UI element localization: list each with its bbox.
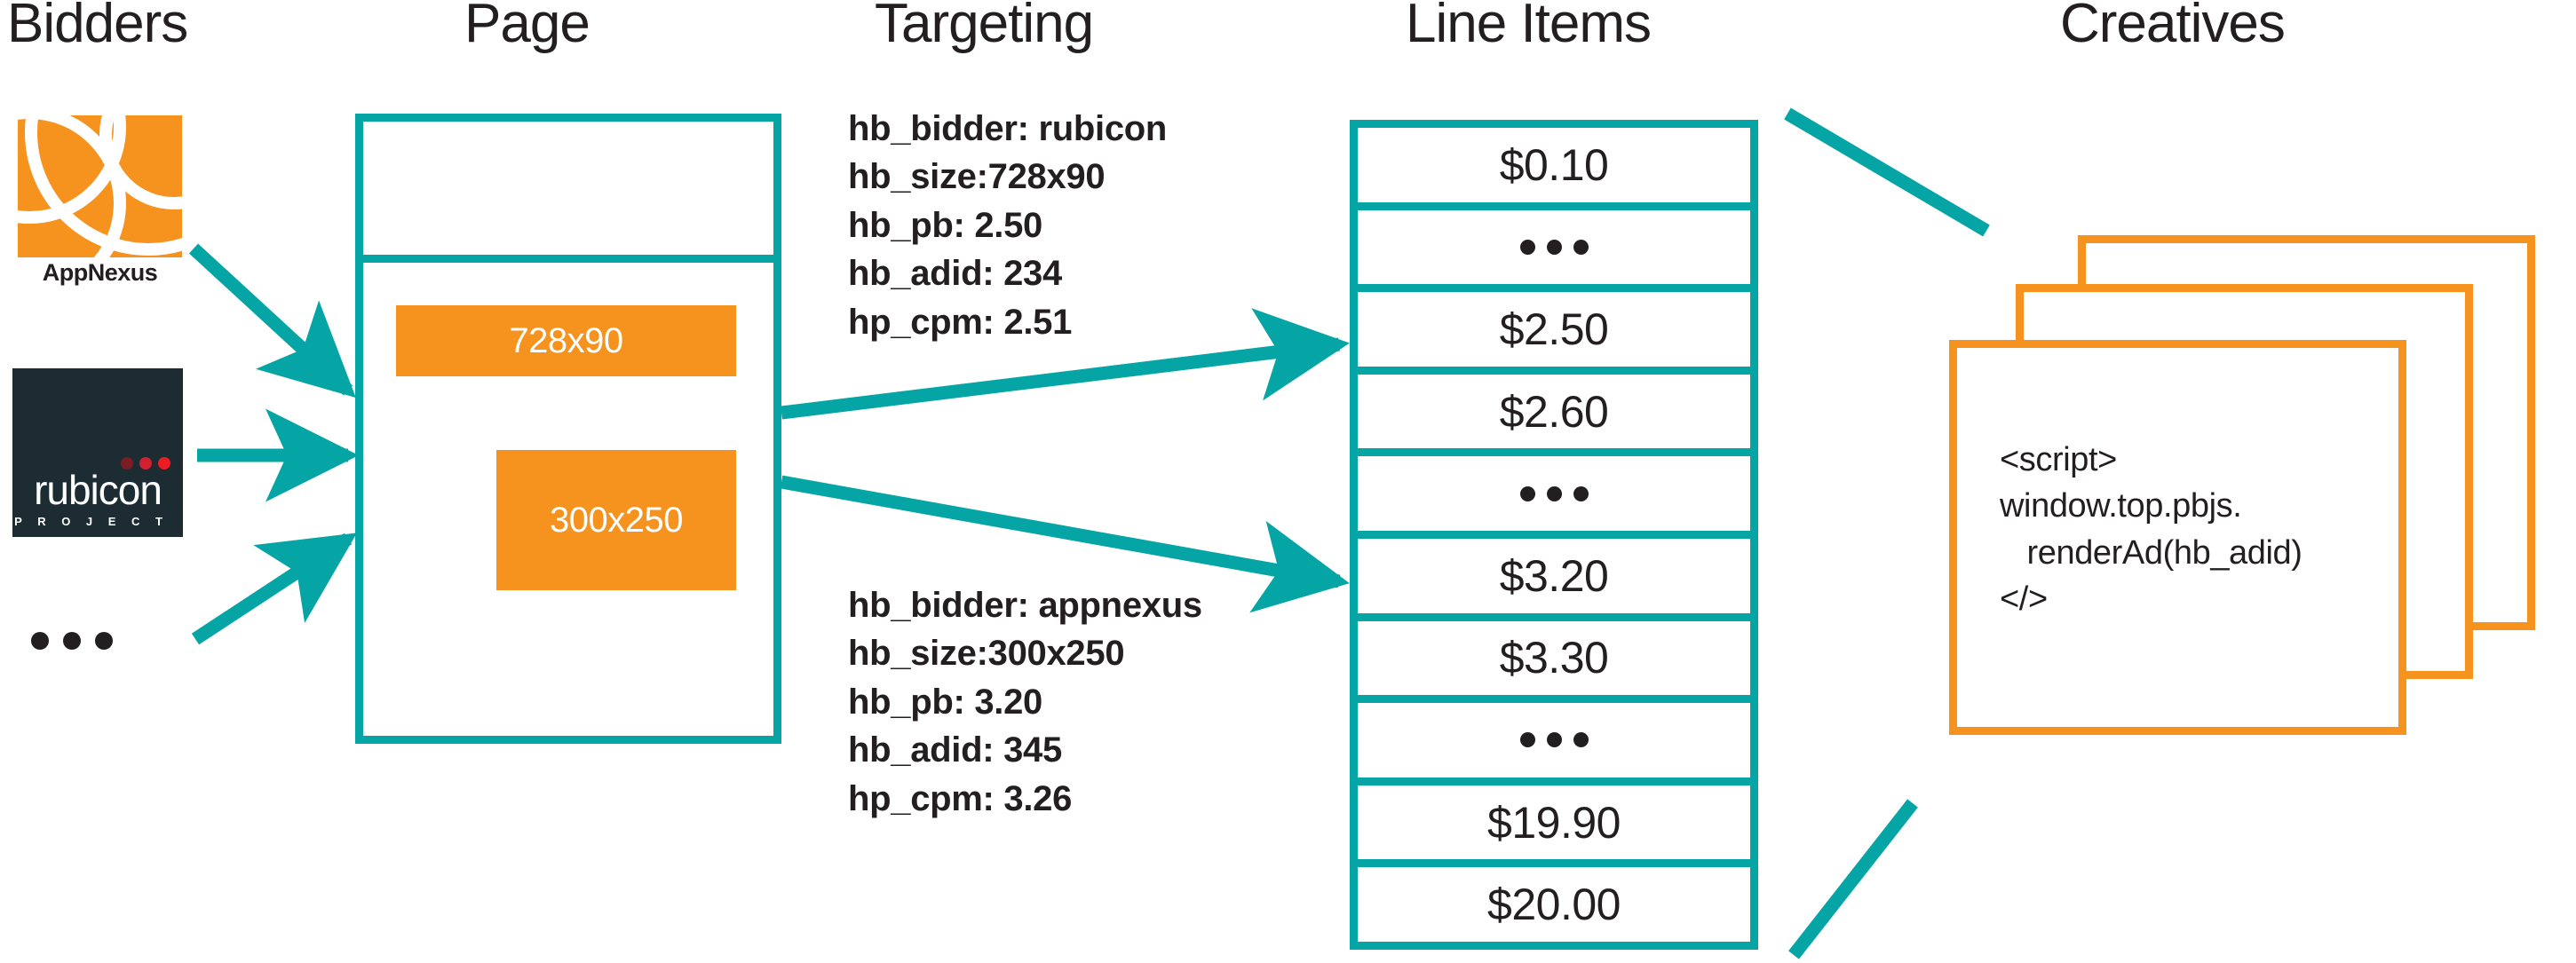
targeting-line: hb_size:728x90: [848, 157, 1106, 197]
line-item-price: $20.00: [1487, 880, 1621, 930]
connector-line-items-to-creatives-bottom: [1788, 799, 1918, 959]
appnexus-label: AppNexus: [42, 259, 158, 286]
line-item-row[interactable]: [1358, 210, 1750, 293]
appnexus-logo: AppNexus: [18, 115, 182, 286]
line-item-row[interactable]: [1358, 456, 1750, 539]
targeting-line: hb_pb: 3.20: [848, 682, 1042, 722]
line-item-row[interactable]: $2.50: [1358, 292, 1750, 375]
line-items-table: $0.10 $2.50 $2.60 $3.20 $3.30 $19.90 $20.00: [1350, 120, 1758, 950]
column-header-page: Page: [464, 0, 590, 54]
creative-code-snippet: <script> window.top.pbjs. renderAd(hb_ad…: [2000, 441, 2303, 619]
line-item-price: $2.50: [1499, 304, 1609, 354]
line-item-price: $3.20: [1499, 550, 1609, 601]
targeting-block-rubicon: hb_bidder: rubicon hb_size:728x90 hb_pb:…: [848, 105, 1167, 346]
line-item-row[interactable]: $2.60: [1358, 375, 1750, 457]
ad-slot-728x90[interactable]: 728x90: [396, 305, 736, 376]
arrow-appnexus-to-page: [188, 243, 356, 399]
ad-slot-300x250[interactable]: 300x250: [496, 450, 736, 590]
targeting-line: hb_pb: 2.50: [848, 205, 1042, 245]
column-header-bidders: Bidders: [7, 0, 188, 54]
line-item-ellipsis: [1519, 239, 1589, 255]
rubicon-project-logo: rubicon P R O J E C T: [12, 368, 183, 537]
appnexus-logo-mark: [18, 115, 182, 257]
targeting-line: hb_size:300x250: [848, 634, 1125, 674]
line-item-row[interactable]: $3.30: [1358, 621, 1750, 704]
line-item-row[interactable]: $20.00: [1358, 867, 1750, 942]
line-item-price: $2.60: [1499, 386, 1609, 437]
bidders-more-ellipsis: [31, 632, 113, 650]
targeting-line: hp_cpm: 3.26: [848, 778, 1073, 818]
targeting-block-appnexus: hb_bidder: appnexus hb_size:300x250 hb_p…: [848, 581, 1202, 823]
line-item-row[interactable]: [1358, 703, 1750, 785]
line-item-row[interactable]: $3.20: [1358, 539, 1750, 621]
rubicon-dots-icon: [121, 457, 170, 470]
line-item-ellipsis: [1519, 732, 1589, 748]
targeting-line: hb_adid: 345: [848, 730, 1062, 770]
connector-line-items-to-creatives-top: [1784, 107, 1990, 237]
column-header-creatives: Creatives: [2060, 0, 2286, 54]
page-header-divider: [363, 255, 773, 263]
line-item-price: $3.30: [1499, 633, 1609, 683]
arrow-728x90-to-line-item-2-50: [781, 308, 1350, 420]
line-item-ellipsis: [1519, 485, 1589, 501]
line-item-price: $0.10: [1499, 139, 1609, 190]
rubicon-subtitle: P R O J E C T: [14, 515, 169, 528]
line-item-row[interactable]: $0.10: [1358, 128, 1750, 210]
creatives-stack: <script> window.top.pbjs. renderAd(hb_ad…: [1949, 235, 2535, 737]
page-container: 728x90 300x250: [355, 114, 781, 744]
arrow-300x250-to-line-item-3-20: [780, 475, 1350, 613]
column-header-line-items: Line Items: [1406, 0, 1652, 54]
targeting-line: hp_cpm: 2.51: [848, 302, 1073, 342]
column-header-targeting: Targeting: [875, 0, 1094, 54]
line-item-row[interactable]: $19.90: [1358, 785, 1750, 868]
targeting-line: hb_bidder: rubicon: [848, 109, 1168, 148]
line-item-price: $19.90: [1487, 797, 1621, 848]
targeting-line: hb_adid: 234: [848, 254, 1062, 294]
targeting-line: hb_bidder: appnexus: [848, 586, 1202, 625]
creative-card-front[interactable]: <script> window.top.pbjs. renderAd(hb_ad…: [1949, 340, 2406, 735]
rubicon-wordmark: rubicon: [34, 467, 162, 513]
arrow-more-bidders-to-page: [191, 533, 358, 645]
